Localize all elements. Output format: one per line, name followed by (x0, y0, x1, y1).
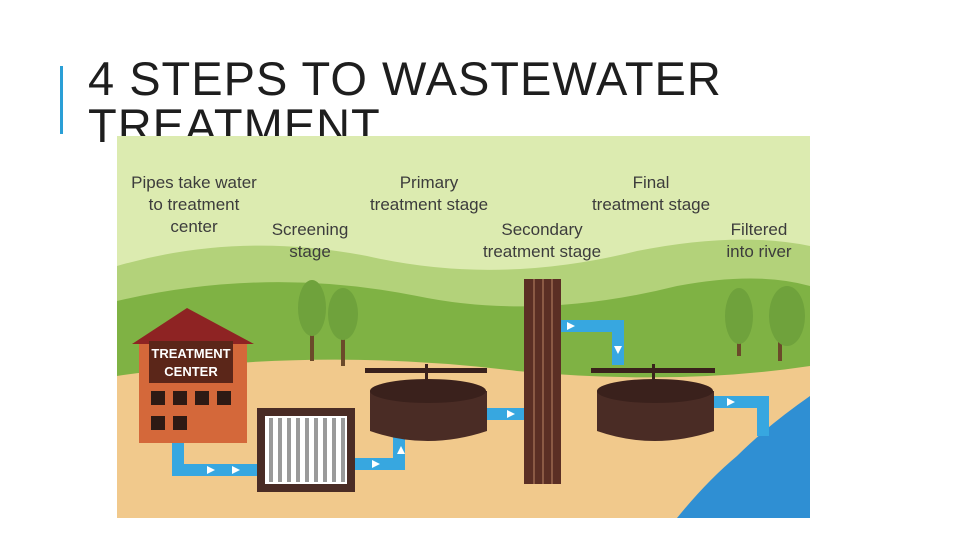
label-final-line2: treatment stage (592, 195, 710, 214)
treatment-center-building: TREATMENT CENTER (132, 308, 254, 443)
tree-right-1 (725, 288, 753, 356)
tree-left-1 (298, 280, 326, 361)
building-sign-line1: TREATMENT (151, 346, 230, 361)
label-pipes-line1: Pipes take water (131, 173, 257, 192)
tree-right-2 (769, 286, 805, 361)
label-screening-line1: Screening (272, 220, 349, 239)
label-pipes-line2: to treatment (149, 195, 240, 214)
river (677, 396, 810, 518)
label-filtered-line1: Filtered (731, 220, 788, 239)
screening-grate (257, 408, 355, 492)
accent-bar (60, 66, 63, 134)
label-pipes-line3: center (170, 217, 218, 236)
label-primary-line1: Primary (400, 173, 459, 192)
label-filtered-line2: into river (726, 242, 792, 261)
wastewater-diagram: TREATMENT CENTER (117, 136, 810, 518)
building-sign-line2: CENTER (164, 364, 218, 379)
flow-arrows (207, 322, 735, 474)
label-secondary-line1: Secondary (501, 220, 583, 239)
label-final-line1: Final (633, 173, 670, 192)
slide-title: 4 STEPS TO WASTEWATER TREATMENT (88, 52, 722, 152)
label-secondary-line2: treatment stage (483, 242, 601, 261)
primary-tank (365, 364, 487, 441)
label-screening-line2: stage (289, 242, 331, 261)
secondary-tower (524, 279, 561, 484)
label-primary-line2: treatment stage (370, 195, 488, 214)
final-tank (591, 364, 715, 441)
pipes (172, 320, 769, 476)
tree-left-2 (328, 288, 358, 366)
